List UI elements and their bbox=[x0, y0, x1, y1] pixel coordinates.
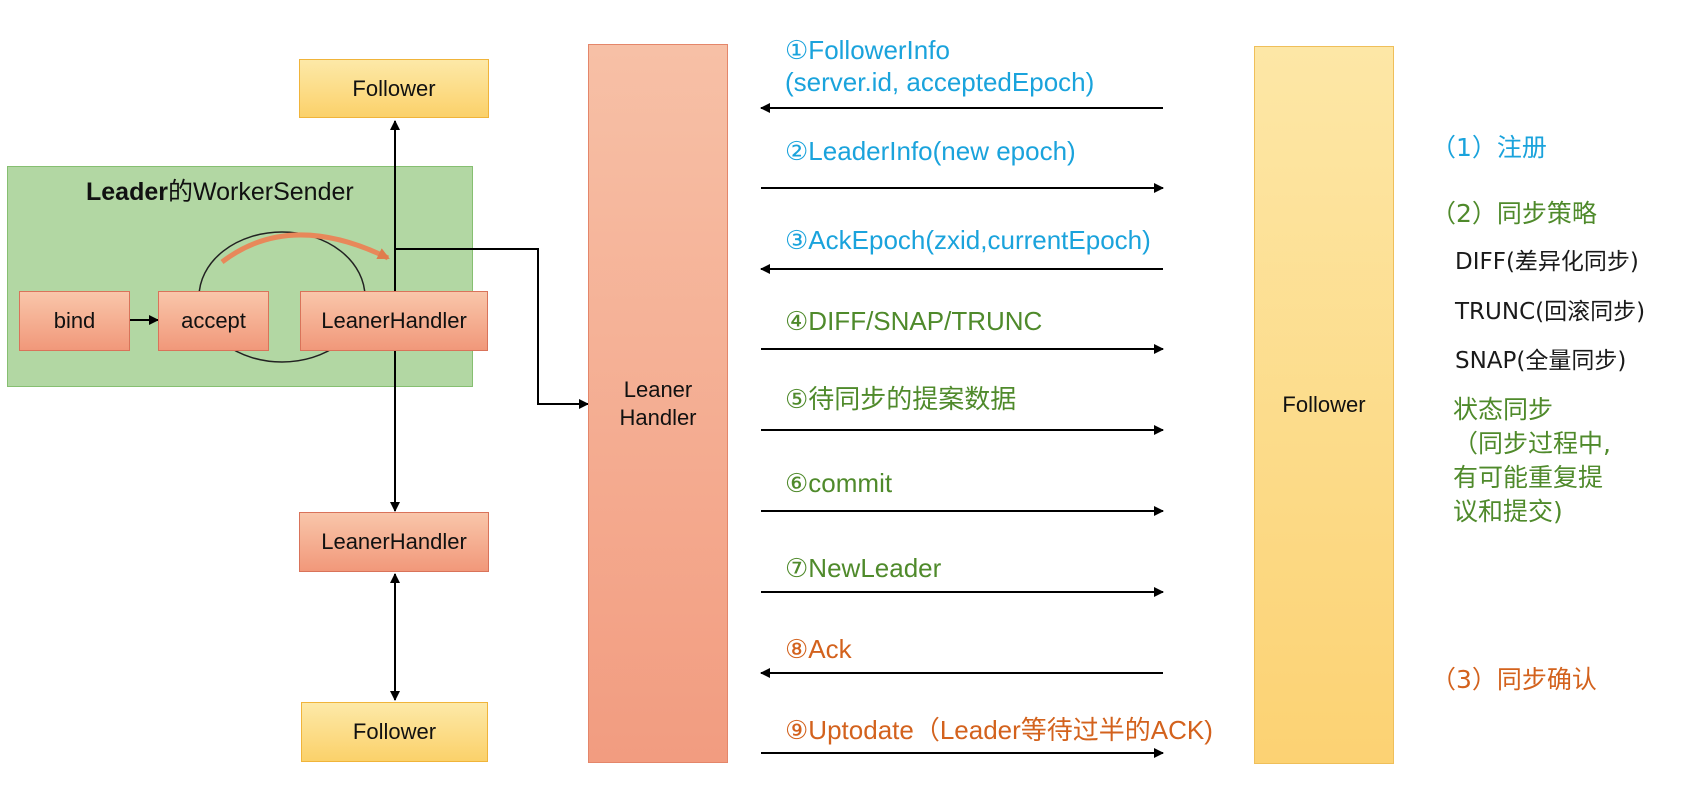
msg7-label: ⑦NewLeader bbox=[785, 552, 941, 584]
handler-to-big-handler-elbow bbox=[395, 248, 589, 409]
msg4-text: ④DIFF/SNAP/TRUNC bbox=[785, 306, 1043, 336]
state-sync-line3: 有可能重复提 bbox=[1453, 463, 1604, 492]
msg8-label: ⑧Ack bbox=[785, 633, 852, 665]
leaner-handler-outer-box: LeanerHandler bbox=[299, 512, 489, 572]
msg2-text: ②LeaderInfo(new epoch) bbox=[785, 136, 1076, 166]
msg7-text: ⑦NewLeader bbox=[785, 553, 942, 583]
leaner-handler-column: Leaner Handler bbox=[588, 44, 728, 763]
follower-bottom-label: Follower bbox=[352, 719, 437, 744]
msg4-label: ④DIFF/SNAP/TRUNC bbox=[785, 305, 1042, 337]
register-label: （1）注册 bbox=[1431, 133, 1547, 162]
follower-top-label: Follower bbox=[352, 75, 436, 101]
accept-box: accept bbox=[158, 291, 269, 351]
msg2-label: ②LeaderInfo(new epoch) bbox=[785, 135, 1076, 167]
msg6-label: ⑥commit bbox=[785, 467, 892, 499]
state-sync-line1: 状态同步 bbox=[1453, 395, 1554, 424]
msg3-label: ③AckEpoch(zxid,currentEpoch) bbox=[785, 224, 1151, 256]
msg5-label: ⑤待同步的提案数据 bbox=[785, 383, 1016, 415]
orange-loop-arrow bbox=[220, 232, 390, 264]
state-sync-line2: （同步过程中, bbox=[1453, 429, 1611, 458]
leaner-handler-column-line2: Handler bbox=[619, 404, 697, 430]
leaner-handler-column-line1: Leaner bbox=[623, 377, 693, 402]
follower-column-label: Follower bbox=[1282, 392, 1366, 417]
follower-top-box: Follower bbox=[299, 59, 489, 118]
accept-label: accept bbox=[181, 308, 246, 333]
bind-label: bind bbox=[53, 308, 96, 333]
msg9-label: ⑨Uptodate（Leader等待过半的ACK) bbox=[785, 714, 1213, 746]
msg8-text: ⑧Ack bbox=[785, 634, 852, 664]
msg3-text: ③AckEpoch(zxid,currentEpoch) bbox=[785, 225, 1151, 255]
diff-label: DIFF(差异化同步) bbox=[1455, 249, 1639, 275]
msg9-text: ⑨Uptodate（Leader等待过半的ACK) bbox=[785, 715, 1213, 745]
trunc-label: TRUNC(回滚同步) bbox=[1455, 299, 1646, 325]
leaner-handler-inner-box: LeanerHandler bbox=[300, 291, 488, 351]
follower-column: Follower bbox=[1254, 46, 1394, 764]
sync-strategy-label: （2）同步策略 bbox=[1431, 199, 1597, 228]
leaner-handler-inner-label: LeanerHandler bbox=[321, 308, 467, 333]
msg1-label: ①FollowerInfo (server.id, acceptedEpoch) bbox=[785, 34, 1094, 98]
snap-label: SNAP(全量同步) bbox=[1455, 348, 1627, 374]
msg1-line1: ①FollowerInfo bbox=[785, 35, 950, 65]
sync-confirm-label: （3）同步确认 bbox=[1431, 665, 1597, 694]
leaner-handler-outer-label: LeanerHandler bbox=[321, 529, 467, 554]
worker-title-rest: 的WorkerSender bbox=[167, 178, 354, 206]
msg5-text: ⑤待同步的提案数据 bbox=[785, 384, 1017, 414]
bind-box: bind bbox=[19, 291, 130, 351]
state-sync-line4: 议和提交) bbox=[1453, 497, 1563, 526]
worker-sender-title: Leader的WorkerSender bbox=[86, 172, 354, 208]
msg6-text: ⑥commit bbox=[785, 468, 893, 498]
msg1-line2: (server.id, acceptedEpoch) bbox=[785, 67, 1095, 97]
worker-title-leader: Leader bbox=[86, 178, 168, 206]
follower-bottom-box: Follower bbox=[301, 702, 488, 762]
